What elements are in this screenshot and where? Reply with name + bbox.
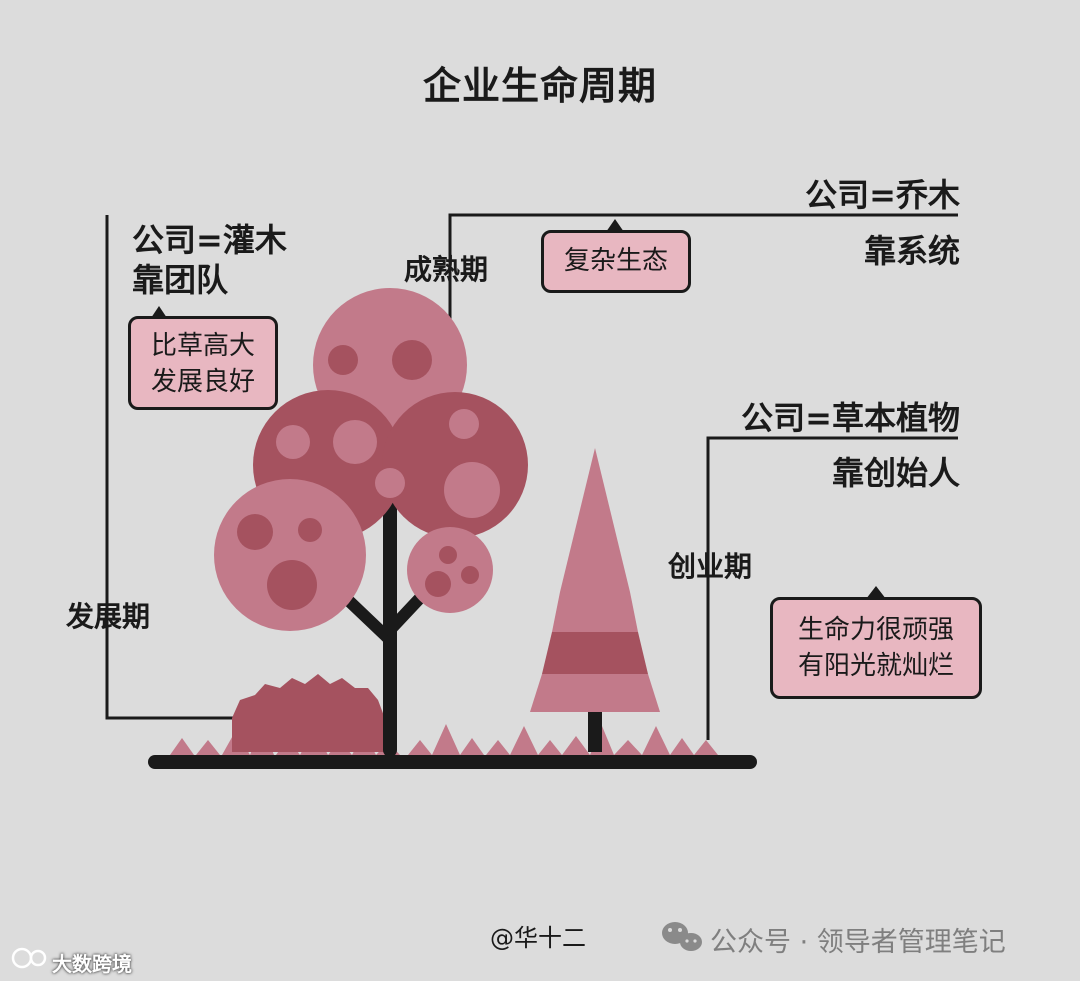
- wechat-icon: [662, 922, 702, 951]
- pine-tree: [530, 448, 660, 752]
- startup-bubble-line-2: 有阳光就灿烂: [797, 651, 954, 681]
- growth-heading: 公司=灌木: [132, 221, 287, 259]
- mature-subheading: 靠系统: [863, 232, 960, 270]
- growth-bracket-line: [105, 215, 235, 720]
- corner-watermark: 大数跨境: [52, 952, 132, 976]
- growth-bubble: 比草高大 发展良好: [128, 316, 278, 410]
- page-title: 企业生命周期: [422, 64, 657, 108]
- shrub: [232, 674, 388, 752]
- mature-bracket-line: [448, 213, 958, 330]
- mature-stage-label: 成熟期: [404, 253, 489, 286]
- startup-bubble: 生命力很顽强 有阳光就灿烂: [770, 597, 982, 699]
- startup-stage-label: 创业期: [668, 550, 753, 583]
- author-credit: @华十二: [490, 924, 586, 952]
- startup-bracket-line: [706, 436, 958, 740]
- growth-bubble-line-1: 比草高大: [150, 331, 255, 361]
- startup-bubble-line-1: 生命力很顽强: [797, 615, 954, 645]
- growth-subheading: 靠团队: [132, 261, 229, 299]
- mature-heading: 公司=乔木: [805, 176, 960, 214]
- tree-canopy: [214, 288, 528, 631]
- wechat-watermark: 公众号 · 领导者管理笔记: [710, 927, 1006, 958]
- startup-heading: 公司=草本植物: [741, 399, 960, 437]
- growth-stage-label: 发展期: [66, 600, 151, 633]
- bubble-tails: [151, 219, 886, 599]
- mature-bubble-line-1: 复杂生态: [563, 246, 668, 276]
- startup-subheading: 靠创始人: [831, 454, 960, 492]
- growth-bubble-line-2: 发展良好: [150, 367, 255, 397]
- brand-logo-icon: [11, 947, 47, 969]
- mature-bubble: 复杂生态: [541, 230, 691, 293]
